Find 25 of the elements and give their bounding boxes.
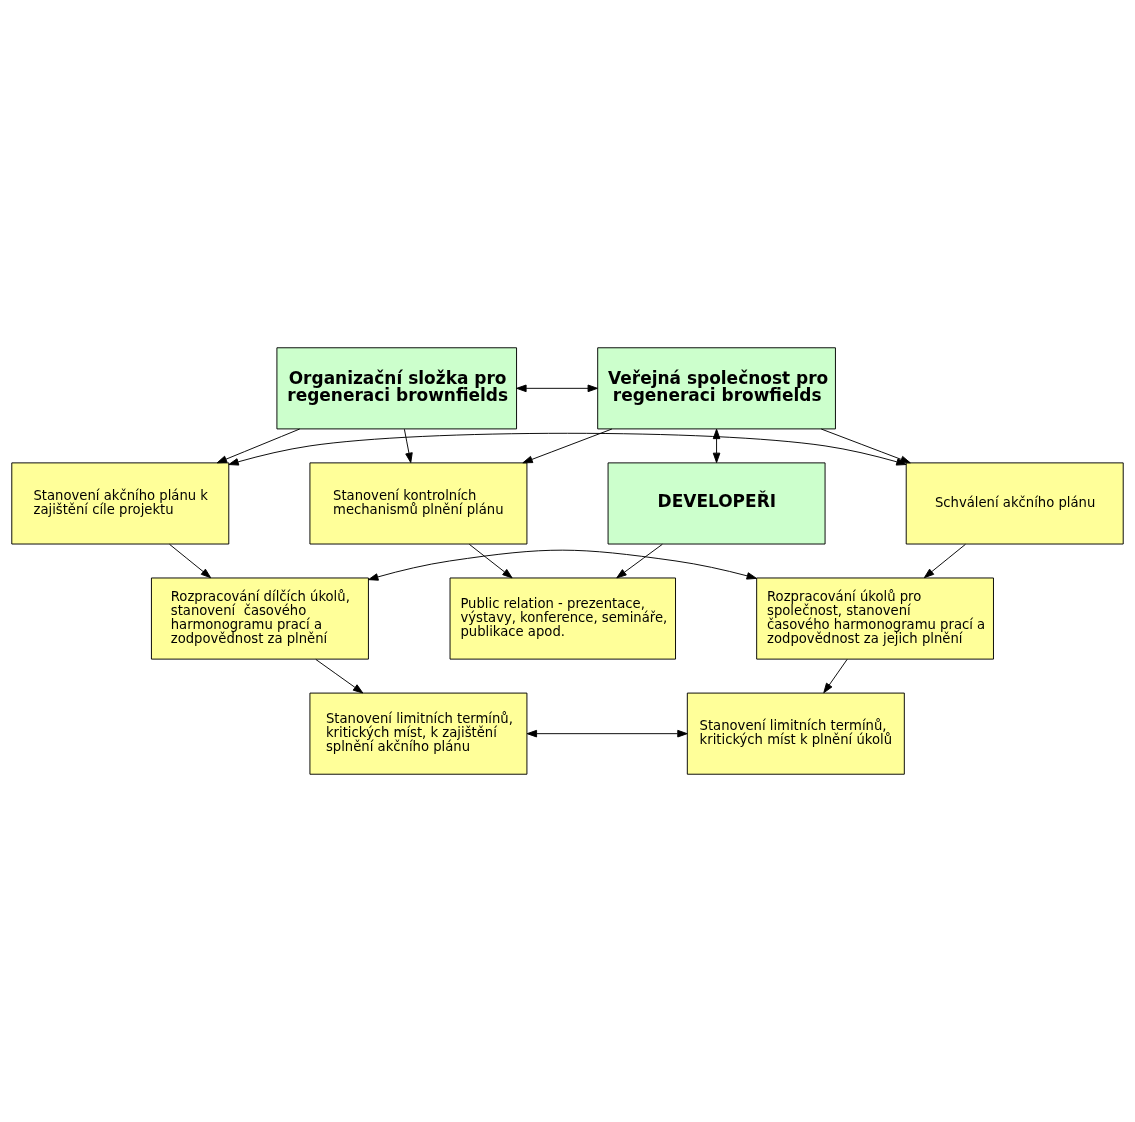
node-box: Rozpracování dílčích úkolů, stanovení časového harmonogramu prací a zodpovědnost za plnění <box>150 577 369 660</box>
arrow <box>403 428 413 464</box>
arrow <box>823 658 848 694</box>
arrow <box>228 432 907 466</box>
arrow <box>468 543 513 579</box>
arrow <box>216 428 301 464</box>
node-box: Veřejná společnost pro regeneraci browfields <box>597 347 836 430</box>
node-box: Stanovení akčního plánu k zajištění cíle projektu <box>11 462 230 545</box>
node-box: Schválení akčního plánu <box>905 462 1124 545</box>
node-box: Public relation - prezentace, výstavy, konference, semináře, publikace apod. <box>449 577 676 660</box>
arrow <box>526 729 688 738</box>
node-box: Stanovení kontrolních mechanismů plnění plánu <box>309 462 528 545</box>
node-box: Rozpracování úkolů pro společnost, stanovení časového harmonogramu prací a zodpovědnost za jejich plnění <box>756 577 994 660</box>
node-box: DEVELOPEŘI <box>607 462 826 545</box>
arrow <box>923 543 966 579</box>
arrow <box>368 549 757 581</box>
arrow <box>315 658 364 694</box>
arrow <box>169 543 212 579</box>
node-box: Organizační složka pro regeneraci brownfields <box>276 347 517 430</box>
node-box: Stanovení limitních termínů, kritických míst k plnění úkolů <box>686 692 905 775</box>
arrow <box>522 428 613 464</box>
arrow <box>616 543 663 579</box>
node-box: Stanovení limitních termínů, kritických míst, k zajištění splnění akčního plánu <box>309 692 528 775</box>
arrow <box>712 428 721 464</box>
arrow <box>516 384 598 393</box>
